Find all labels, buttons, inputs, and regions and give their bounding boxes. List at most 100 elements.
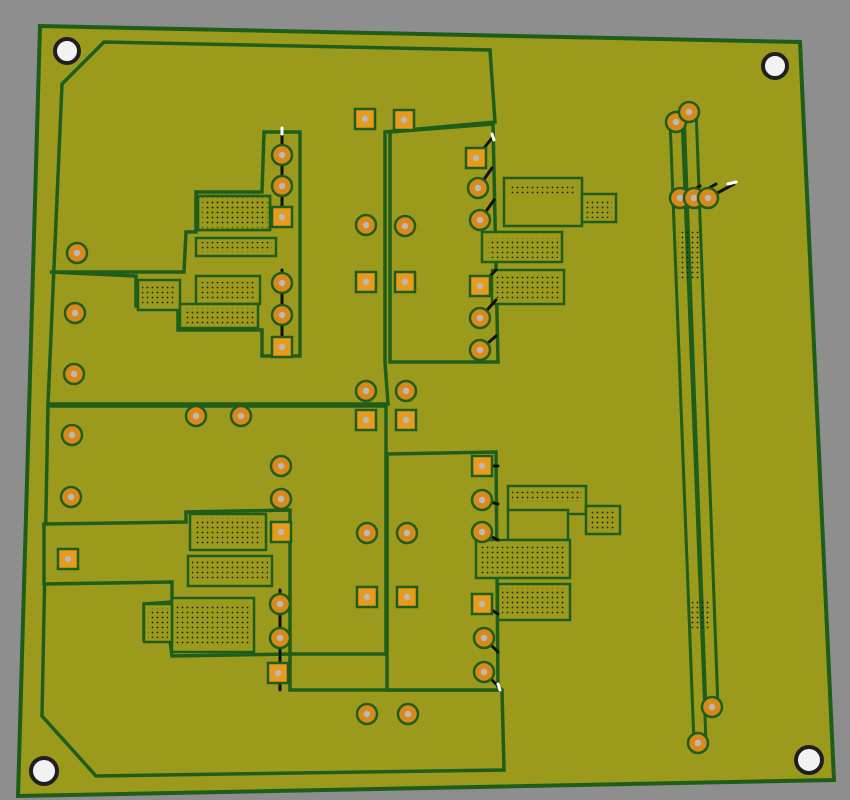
vias-ul-1 <box>204 200 264 226</box>
pad-14 <box>394 379 418 403</box>
pad-25 <box>464 146 488 170</box>
pad-drill-hole <box>278 311 286 319</box>
pad-drill-hole <box>363 710 371 718</box>
pad-24 <box>56 547 80 571</box>
pad-19 <box>65 241 89 265</box>
pad-drill-hole <box>277 495 285 503</box>
vias-ul-3 <box>200 282 256 300</box>
pad-drill-hole <box>276 634 284 642</box>
pad-16 <box>394 408 418 432</box>
vias-ll-1 <box>194 518 262 546</box>
mounting-hole-bottom-left <box>29 756 59 786</box>
pad-drill-hole <box>362 387 370 395</box>
pad-drill-hole <box>192 412 200 420</box>
pad-48 <box>472 660 496 684</box>
pad-drill-hole <box>363 593 371 601</box>
pad-drill-hole <box>402 416 410 424</box>
pour-lower-middle <box>385 450 500 692</box>
pad-46 <box>470 592 494 616</box>
pad-drill-hole <box>476 216 484 224</box>
pad-30 <box>468 338 492 362</box>
pad-drill-hole <box>476 314 484 322</box>
pad-13 <box>354 379 378 403</box>
pad-6 <box>270 271 294 295</box>
vias-ll-2 <box>192 560 268 580</box>
pad-drill-hole <box>277 462 285 470</box>
vias-ul-5 <box>184 308 254 324</box>
pad-drill-hole <box>278 182 286 190</box>
pad-8 <box>270 335 294 359</box>
pad-drill-hole <box>672 118 680 126</box>
pad-drill-hole <box>476 282 484 290</box>
pad-1 <box>353 107 377 131</box>
pad-drill-hole <box>278 279 286 287</box>
pad-28 <box>468 274 492 298</box>
pad-drill-hole <box>690 194 698 202</box>
pad-15 <box>354 408 378 432</box>
pad-7 <box>270 303 294 327</box>
pad-10 <box>393 214 417 238</box>
pad-drill-hole <box>68 431 76 439</box>
pad-drill-hole <box>685 108 693 116</box>
pad-drill-hole <box>362 278 370 286</box>
pad-2 <box>392 108 416 132</box>
pad-31 <box>269 454 293 478</box>
pad-drill-hole <box>363 529 371 537</box>
pad-11 <box>354 270 378 294</box>
pad-41 <box>355 702 379 726</box>
vias-ll-4 <box>148 608 168 638</box>
vias-ur-3 <box>488 238 558 258</box>
pad-29 <box>468 306 492 330</box>
pad-43 <box>470 454 494 478</box>
pad-drill-hole <box>708 703 716 711</box>
pad-34 <box>268 592 292 616</box>
vias-lr-1 <box>512 490 582 502</box>
vias-ul-2 <box>200 242 272 252</box>
vias-lr-4 <box>502 588 566 616</box>
pad-4 <box>270 174 294 198</box>
pad-drill-hole <box>401 278 409 286</box>
pad-drill-hole <box>704 194 712 202</box>
pad-drill-hole <box>403 593 411 601</box>
pad-26 <box>466 176 490 200</box>
mounting-hole-top-right <box>761 52 789 80</box>
vias-ll-3 <box>176 604 250 644</box>
pad-32 <box>269 487 293 511</box>
pad-42 <box>396 702 420 726</box>
pad-37 <box>355 521 379 545</box>
vias-lr-2 <box>590 510 616 530</box>
mounting-hole-bottom-right <box>794 745 824 775</box>
pad-35 <box>268 626 292 650</box>
pad-18 <box>229 404 253 428</box>
vias-right-strip-a <box>678 230 700 280</box>
pad-drill-hole <box>478 462 486 470</box>
lead-tip-3 <box>496 682 502 692</box>
vias-right-strip-b <box>690 600 710 630</box>
pad-12 <box>393 270 417 294</box>
pad-51 <box>686 731 710 755</box>
lead-tip-4 <box>726 180 738 186</box>
pad-52 <box>700 695 724 719</box>
pad-drill-hole <box>362 416 370 424</box>
pad-33 <box>269 520 293 544</box>
pad-drill-hole <box>478 600 486 608</box>
pad-drill-hole <box>476 346 484 354</box>
pad-36 <box>266 661 290 685</box>
lead-tip-2 <box>490 132 496 142</box>
pad-drill-hole <box>400 116 408 124</box>
pad-drill-hole <box>73 249 81 257</box>
pad-55 <box>696 186 720 210</box>
pad-22 <box>60 423 84 447</box>
pad-drill-hole <box>480 634 488 642</box>
pad-50 <box>677 100 701 124</box>
mounting-holes <box>29 37 824 786</box>
pad-23 <box>59 485 83 509</box>
mounting-hole-top-left <box>53 37 81 65</box>
pad-drill-hole <box>478 496 486 504</box>
pad-drill-hole <box>278 213 286 221</box>
pad-drill-hole <box>402 387 410 395</box>
through-hole-pads <box>56 100 724 755</box>
pad-drill-hole <box>277 528 285 536</box>
